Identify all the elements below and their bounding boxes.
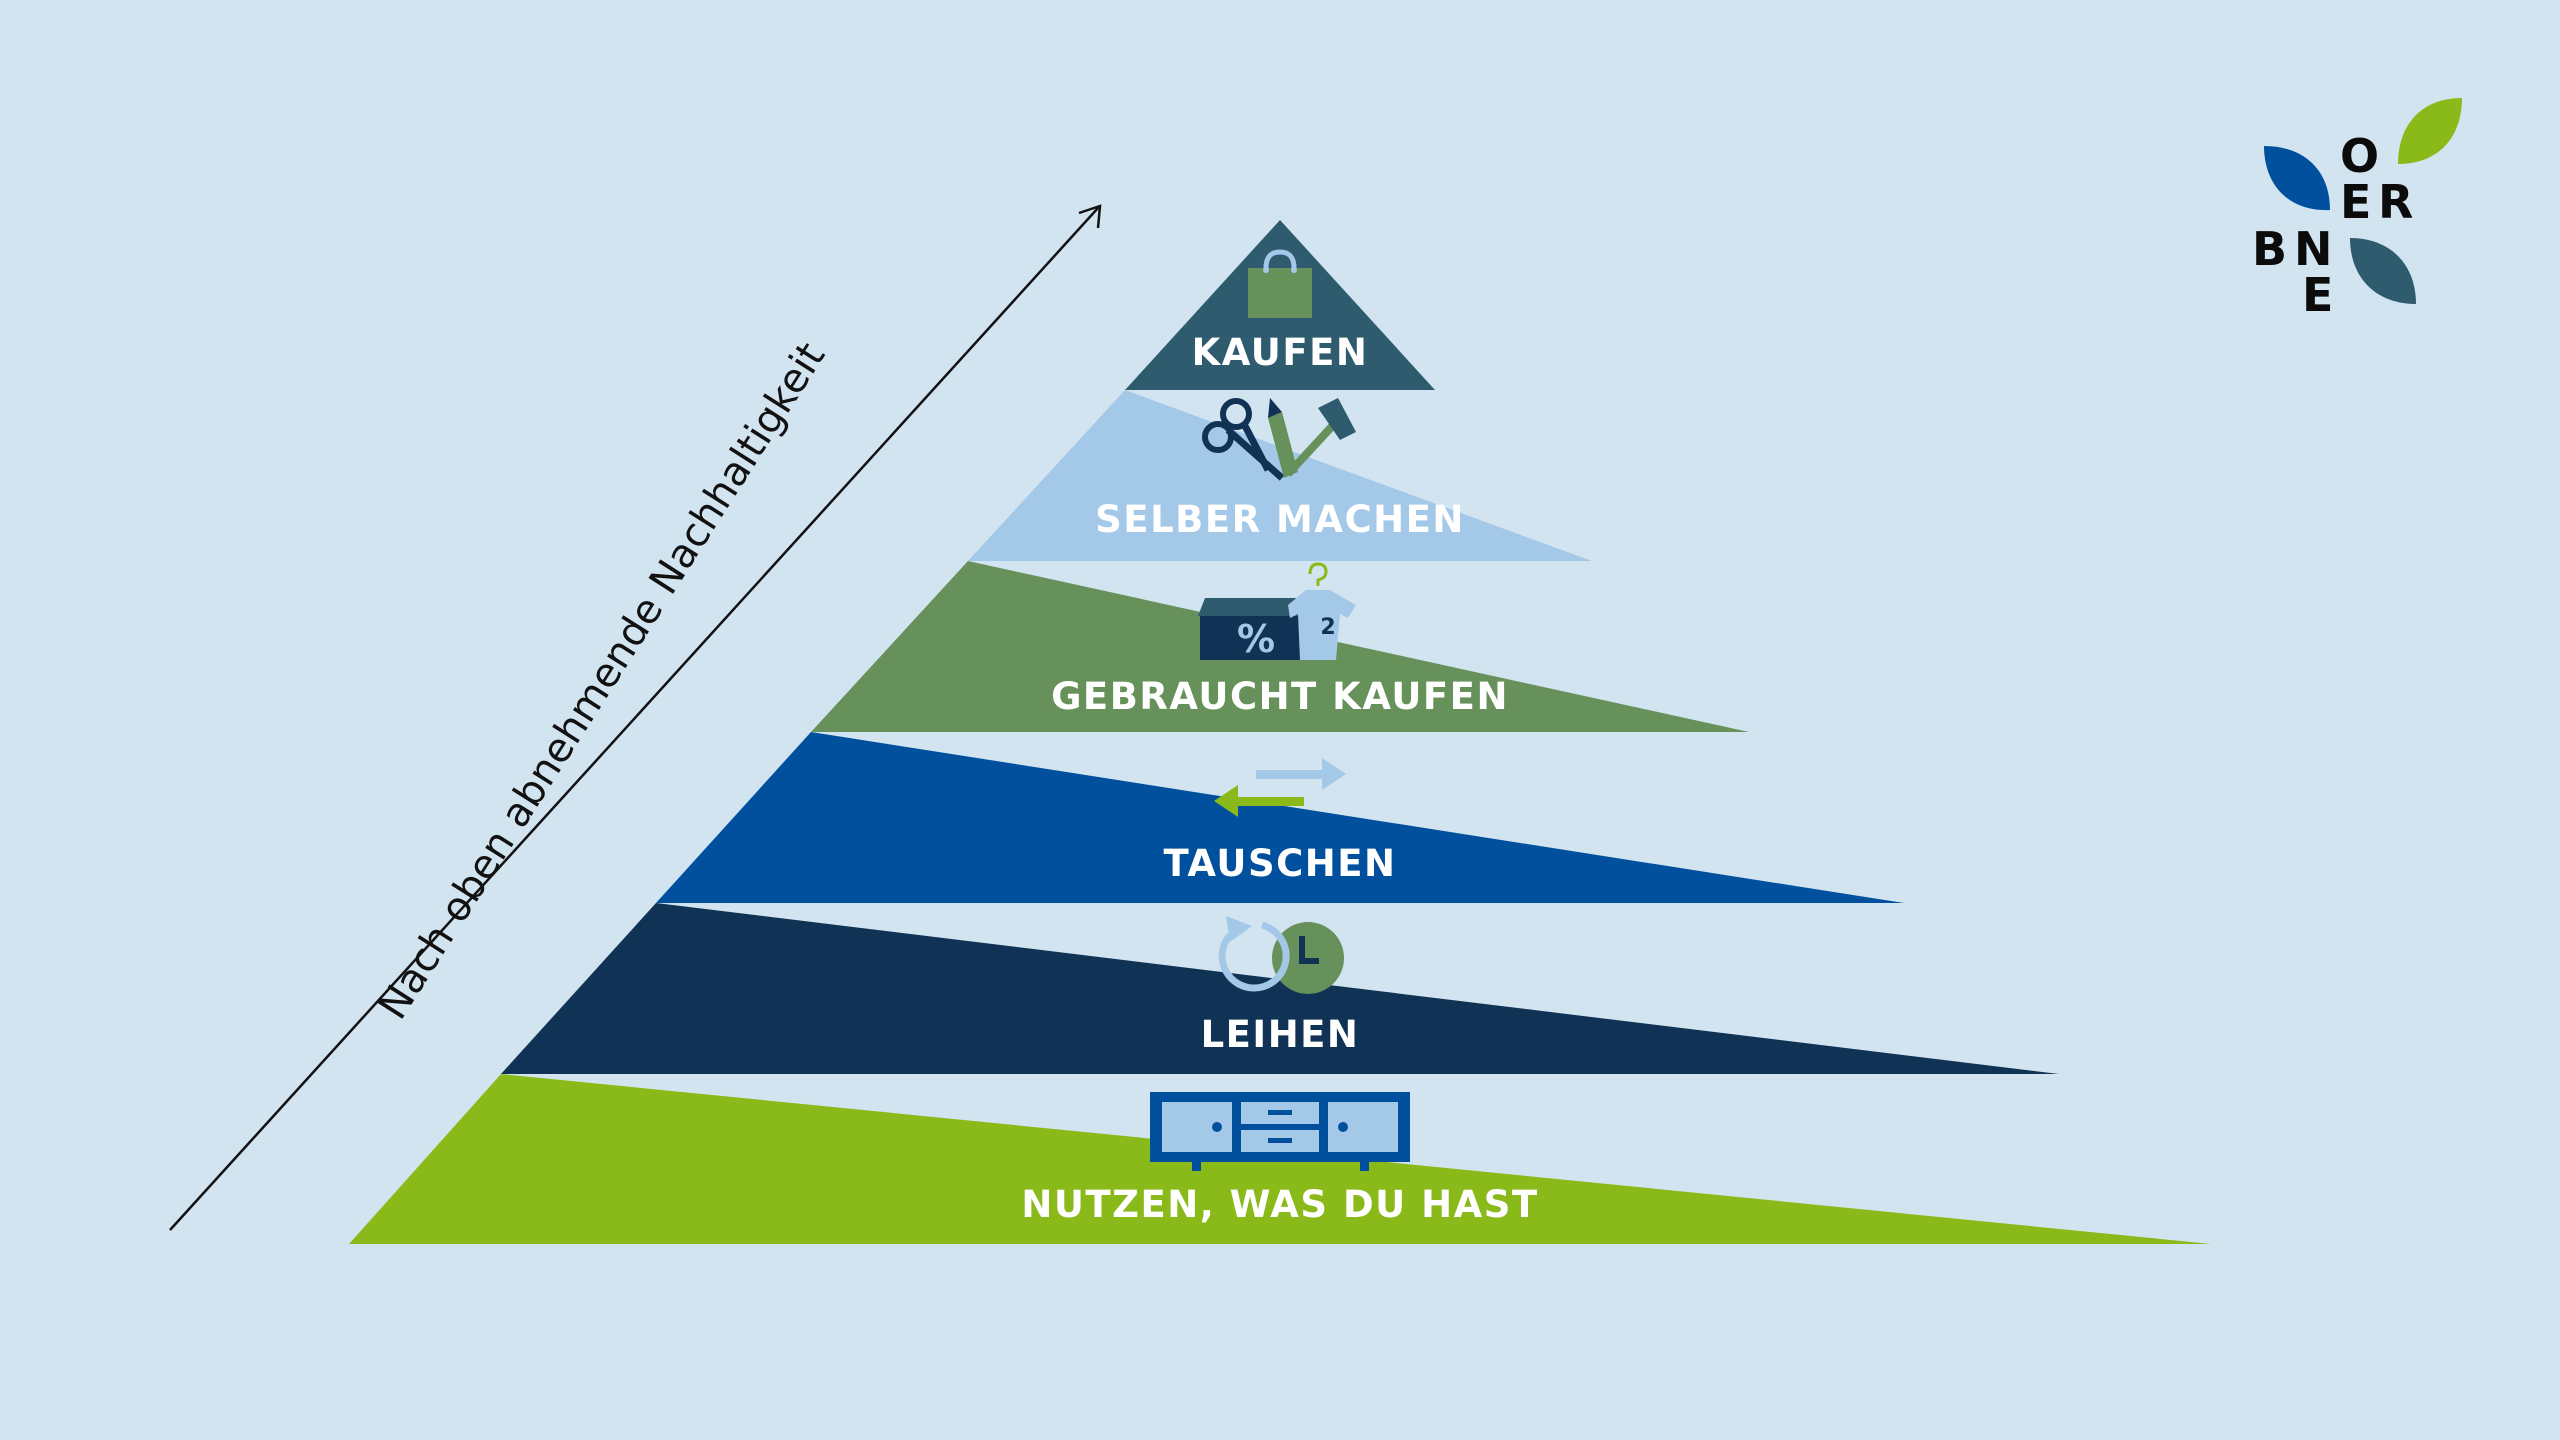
- pyramid-labels: KAUFEN SELBER MACHEN GEBRAUCHT KAUFEN TA…: [1021, 331, 1538, 1226]
- logo-leaf-green: [2398, 98, 2462, 164]
- shopping-bag-icon: [1248, 249, 1312, 318]
- level-label-nutzen: NUTZEN, WAS DU HAST: [1021, 1183, 1538, 1226]
- secondhand-shop-icon: % 2: [1198, 562, 1356, 661]
- logo-leaf-dark-blue: [2264, 146, 2330, 211]
- borrow-clock-icon: [1218, 916, 1344, 994]
- swap-arrows-icon: [1214, 758, 1346, 817]
- svg-text:2: 2: [1320, 615, 1335, 640]
- level-label-leihen: LEIHEN: [1201, 1013, 1360, 1056]
- tools-icon: [1202, 398, 1356, 481]
- level-label-gebraucht-kaufen: GEBRAUCHT KAUFEN: [1051, 675, 1509, 718]
- level-label-kaufen: KAUFEN: [1192, 331, 1369, 374]
- sustainability-arrow: [169, 204, 1102, 1231]
- layer-tauschen: [656, 732, 1904, 903]
- layer-leihen: [501, 903, 2059, 1074]
- level-label-tauschen: TAUSCHEN: [1164, 842, 1397, 885]
- logo-letter-b: B: [2252, 222, 2287, 276]
- logo-letter-r: R: [2378, 175, 2413, 229]
- logo-letter-e: E: [2340, 175, 2371, 229]
- logo-letter-o: O: [2340, 129, 2379, 183]
- logo-leaf-teal: [2350, 238, 2416, 304]
- oer-bne-logo: O E R B N E: [2252, 98, 2462, 322]
- logo-letter-n: N: [2294, 222, 2333, 276]
- level-label-selber-machen: SELBER MACHEN: [1095, 498, 1465, 541]
- svg-text:%: %: [1237, 617, 1275, 661]
- logo-letter-e2: E: [2302, 268, 2333, 322]
- cabinet-icon: [1150, 1092, 1410, 1171]
